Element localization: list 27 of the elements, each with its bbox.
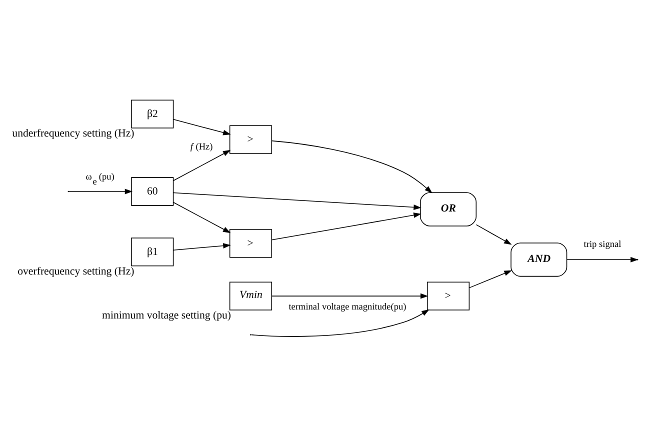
arrow bbox=[271, 212, 422, 240]
arrow bbox=[68, 188, 133, 194]
arrow bbox=[173, 192, 422, 210]
node-box: Vmin bbox=[229, 282, 272, 310]
node-box: β2 bbox=[131, 100, 174, 128]
node-label: underfrequency setting (Hz) bbox=[12, 128, 134, 140]
edge-label: f (Hz) bbox=[190, 142, 213, 152]
node-box: > bbox=[229, 229, 272, 258]
arrow bbox=[271, 293, 428, 299]
arrow bbox=[476, 224, 512, 245]
node-box: 60 bbox=[131, 177, 174, 206]
arrow bbox=[173, 202, 231, 234]
edge-label: terminal voltage magnitude(pu) bbox=[288, 302, 406, 313]
edge-label: trip signal bbox=[584, 240, 622, 250]
node-box: AND bbox=[510, 242, 568, 277]
arrow bbox=[173, 150, 231, 182]
arrow bbox=[468, 270, 512, 288]
arrow bbox=[173, 243, 231, 251]
arrow bbox=[251, 309, 430, 337]
node-box: > bbox=[229, 125, 272, 154]
node-box: > bbox=[426, 282, 470, 310]
arrow bbox=[173, 119, 231, 136]
node-box: OR bbox=[420, 192, 477, 226]
node-box: β1 bbox=[131, 238, 174, 266]
node-label: overfrequency setting (Hz) bbox=[18, 266, 134, 278]
arrow bbox=[271, 140, 432, 194]
node-label: minimum voltage setting (pu) bbox=[102, 310, 232, 322]
